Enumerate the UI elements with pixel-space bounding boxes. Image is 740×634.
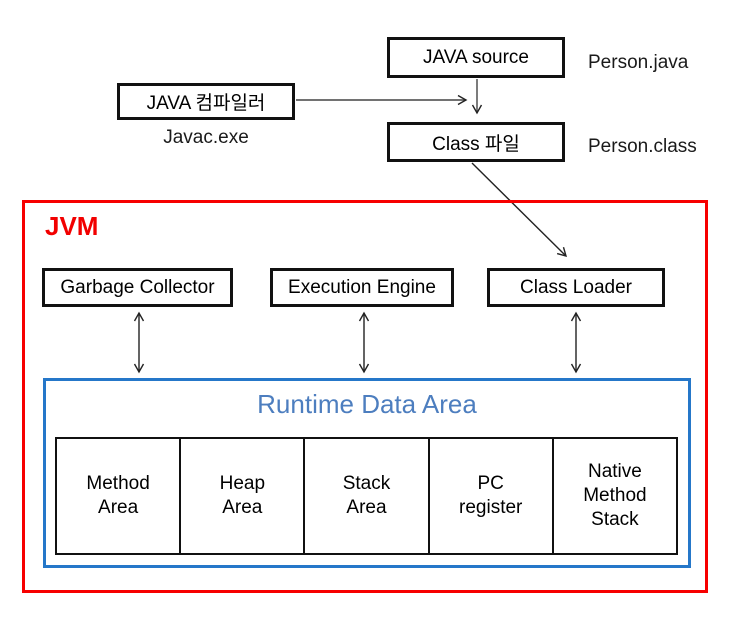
java-source-box: JAVA source xyxy=(387,37,565,78)
garbage-collector-box: Garbage Collector xyxy=(42,268,233,307)
jvm-title: JVM xyxy=(45,211,99,241)
runtime-data-area-cells: Method Area Heap Area Stack Area PC regi… xyxy=(55,437,678,555)
stack-area-cell: Stack Area xyxy=(305,439,430,553)
person-java-label: Person.java xyxy=(588,52,689,73)
jvm-frame xyxy=(22,200,708,593)
java-compiler-box: JAVA 컴파일러 xyxy=(117,83,295,120)
class-loader-box: Class Loader xyxy=(487,268,665,307)
method-area-cell: Method Area xyxy=(57,439,182,553)
class-file-box: Class 파일 xyxy=(387,122,565,162)
person-class-label: Person.class xyxy=(588,136,697,157)
pc-register-cell: PC register xyxy=(430,439,554,553)
runtime-data-area-title: Runtime Data Area xyxy=(257,389,477,419)
execution-engine-box: Execution Engine xyxy=(270,268,454,307)
javac-exe-label: Javac.exe xyxy=(163,127,249,148)
native-method-stack-cell: Native Method Stack xyxy=(583,461,647,530)
heap-area-cell: Heap Area xyxy=(181,439,306,553)
